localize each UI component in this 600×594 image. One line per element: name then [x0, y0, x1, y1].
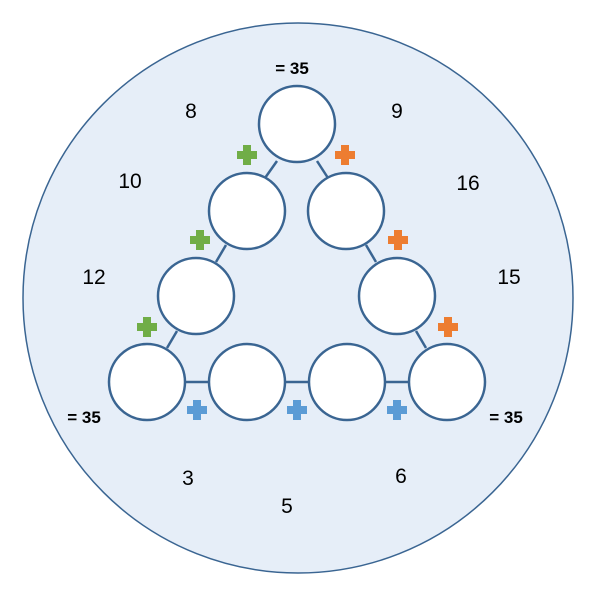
slot-left-1[interactable] — [207, 171, 287, 251]
plus-icon — [387, 400, 407, 420]
number-tile: 9 — [391, 100, 403, 123]
link-top-left — [263, 160, 279, 179]
slot-top[interactable] — [257, 84, 337, 164]
slot-bottom-2[interactable] — [207, 342, 287, 422]
link-left-lower — [165, 330, 179, 349]
background-circle-outline — [22, 22, 574, 574]
link-right-lower — [414, 330, 428, 349]
connector-lines — [165, 160, 428, 384]
number-tile: 5 — [281, 495, 293, 518]
number-tile: 12 — [82, 266, 105, 289]
plus-icon — [137, 317, 157, 337]
plus-icon — [190, 230, 210, 250]
number-tile: 16 — [456, 172, 479, 195]
plus-icon — [388, 230, 408, 250]
slot-bottom-3[interactable] — [307, 342, 387, 422]
number-tile: 8 — [185, 100, 197, 123]
plus-icon — [237, 145, 257, 165]
plus-icon — [287, 400, 307, 420]
plus-icon — [187, 400, 207, 420]
slot-bottom-right[interactable] — [407, 342, 487, 422]
number-tile: 10 — [118, 170, 141, 193]
answer-slots — [107, 84, 487, 422]
number-tile: 3 — [182, 467, 194, 490]
link-top-right — [315, 160, 330, 179]
slot-left-2[interactable] — [156, 256, 236, 336]
target-bottom-right: = 35 — [489, 408, 523, 427]
number-tile: 15 — [497, 266, 520, 289]
background-circle — [23, 23, 573, 573]
target-bottom-left: = 35 — [67, 408, 101, 427]
plus-icon — [438, 317, 458, 337]
link-left-upper — [214, 244, 228, 263]
link-right-upper — [364, 244, 378, 263]
number-tile: 6 — [395, 465, 407, 488]
plus-icon — [335, 145, 355, 165]
slot-right-1[interactable] — [306, 171, 386, 251]
target-top: = 35 — [275, 59, 309, 78]
slot-bottom-left[interactable] — [107, 342, 187, 422]
slot-right-2[interactable] — [357, 256, 437, 336]
plus-icons — [137, 145, 458, 420]
